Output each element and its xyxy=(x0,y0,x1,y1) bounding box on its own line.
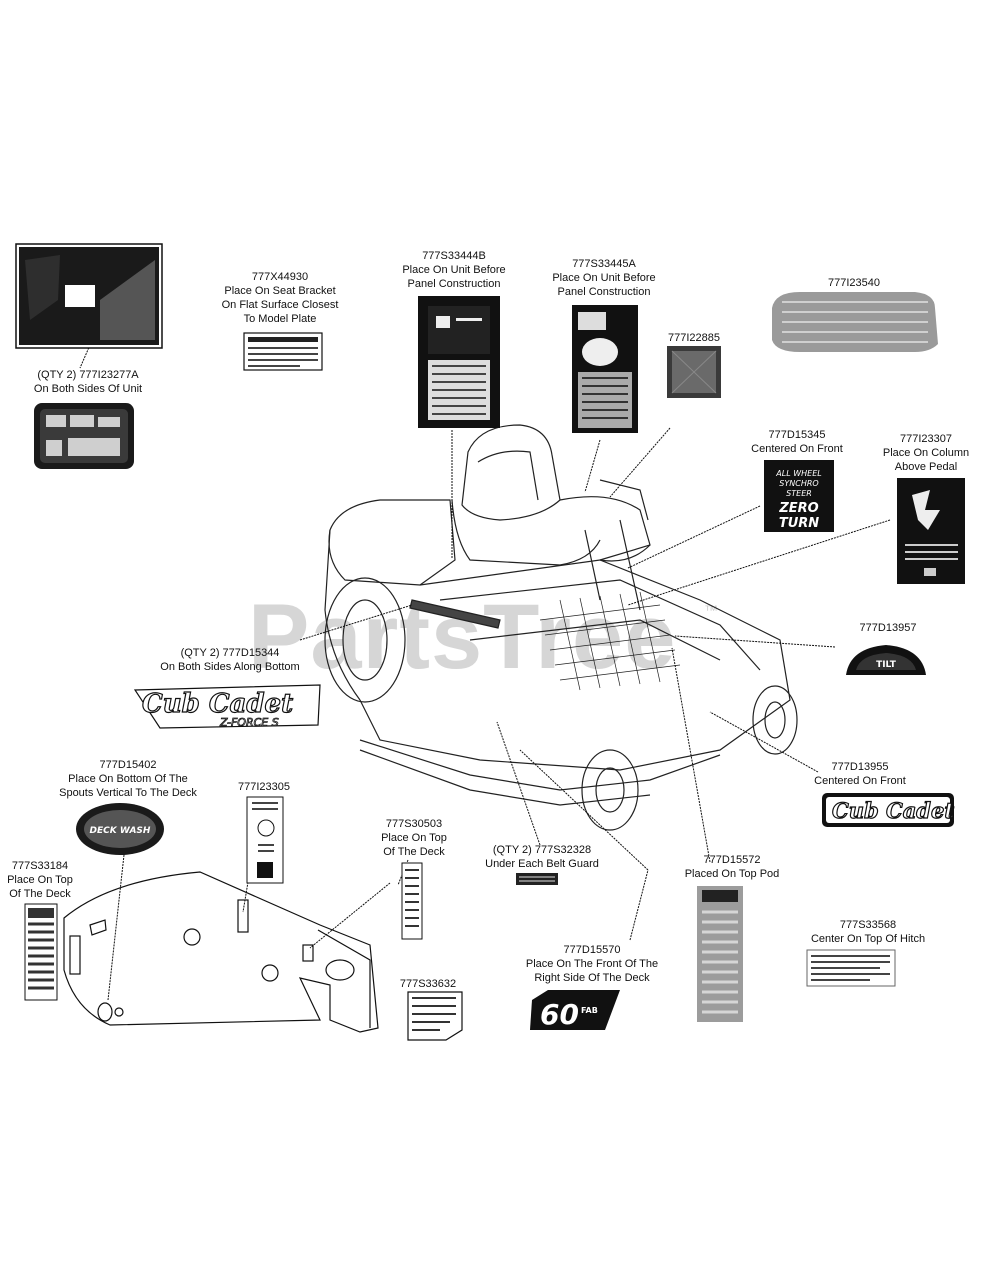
decal-777I23277A-top xyxy=(15,243,163,349)
callout-777I23307: 777I23307 Place On Column Above Pedal xyxy=(882,433,970,473)
decal-777I23305 xyxy=(246,796,284,884)
callout-777D15345: 777D15345 Centered On Front xyxy=(751,429,843,455)
callout-777S30503: 777S30503 Place On Top Of The Deck xyxy=(381,818,447,858)
tilt-text: TILT xyxy=(876,660,897,670)
decal-777S30503 xyxy=(401,862,423,940)
decal-777S33445A xyxy=(572,305,638,433)
decal-777D13955: Cub Cadet xyxy=(822,793,955,827)
decal-777S33184 xyxy=(24,903,58,1001)
callout-777I22885: 777I22885 xyxy=(668,332,720,344)
callout-777S33184: 777S33184 Place On Top Of The Deck xyxy=(7,860,73,900)
decal-777D15572 xyxy=(697,886,743,1022)
decal-777D15344: Cub Cadet Z-FORCE S xyxy=(133,684,321,729)
callout-777S33568: 777S33568 Center On Top Of Hitch xyxy=(810,919,926,945)
callout-777D15570: 777D15570 Place On The Front Of The Righ… xyxy=(525,944,659,984)
watermark: PartsTree xyxy=(248,586,677,688)
zero-turn-line1: ALL WHEEL xyxy=(775,469,821,478)
cub-cadet-front-text: Cub Cadet xyxy=(832,798,954,823)
sixty-text: 60 xyxy=(540,998,579,1031)
zero-turn-line5: TURN xyxy=(779,516,819,531)
deck-wash-text: DECK WASH xyxy=(90,826,151,836)
callout-777S33445A: 777S33445A Place On Unit Before Panel Co… xyxy=(552,258,656,298)
callout-777I23305: 777I23305 xyxy=(238,781,290,793)
leader-lines xyxy=(79,344,891,1001)
decal-777S33632 xyxy=(407,991,463,1041)
deck-drawing xyxy=(63,871,379,1033)
zero-turn-line4: ZERO xyxy=(778,501,818,516)
decal-777D15402: DECK WASH xyxy=(76,803,164,855)
callout-777D13957: 777D13957 xyxy=(859,622,917,634)
decal-777I23540 xyxy=(772,292,938,352)
cub-cadet-z-text: Cub Cadet xyxy=(142,689,293,719)
callout-777I23540: 777I23540 xyxy=(828,277,880,289)
z-force-text: Z-FORCE S xyxy=(219,716,279,729)
decal-777D13957: TILT xyxy=(846,645,926,675)
watermark-tm: ™ xyxy=(704,602,718,618)
decal-777S32328 xyxy=(516,873,558,885)
zero-turn-line3: STEER xyxy=(786,489,812,498)
callout-777D15572: 777D15572 Placed On Top Pod xyxy=(684,854,780,880)
zero-turn-line2: SYNCHRO xyxy=(779,479,818,488)
decal-777I23277A xyxy=(34,403,134,469)
callout-777I23277A: (QTY 2) 777I23277A On Both Sides Of Unit xyxy=(33,369,143,395)
decal-777X44930 xyxy=(243,332,323,371)
decal-777D15570: 60 FAB xyxy=(530,990,620,1031)
callout-777S33444B: 777S33444B Place On Unit Before Panel Co… xyxy=(402,250,506,290)
callout-777S33632: 777S33632 xyxy=(399,978,457,990)
callout-777D15402: 777D15402 Place On Bottom Of The Spouts … xyxy=(59,759,197,799)
decal-777S33568 xyxy=(806,949,896,987)
decal-777D15345: ALL WHEEL SYNCHRO STEER ZERO TURN xyxy=(764,460,834,532)
callout-777D15344: (QTY 2) 777D15344 On Both Sides Along Bo… xyxy=(160,647,300,673)
callout-777S32328: (QTY 2) 777S32328 Under Each Belt Guard xyxy=(485,844,599,870)
decal-777I22885 xyxy=(667,346,721,398)
decal-777S33444B xyxy=(418,296,500,428)
mower-body xyxy=(324,424,798,831)
sixty-suffix-text: FAB xyxy=(581,1006,598,1015)
decal-777I23307 xyxy=(897,478,965,584)
callout-777X44930: 777X44930 Place On Seat Bracket On Flat … xyxy=(221,271,339,325)
callout-777D13955: 777D13955 Centered On Front xyxy=(814,761,906,787)
